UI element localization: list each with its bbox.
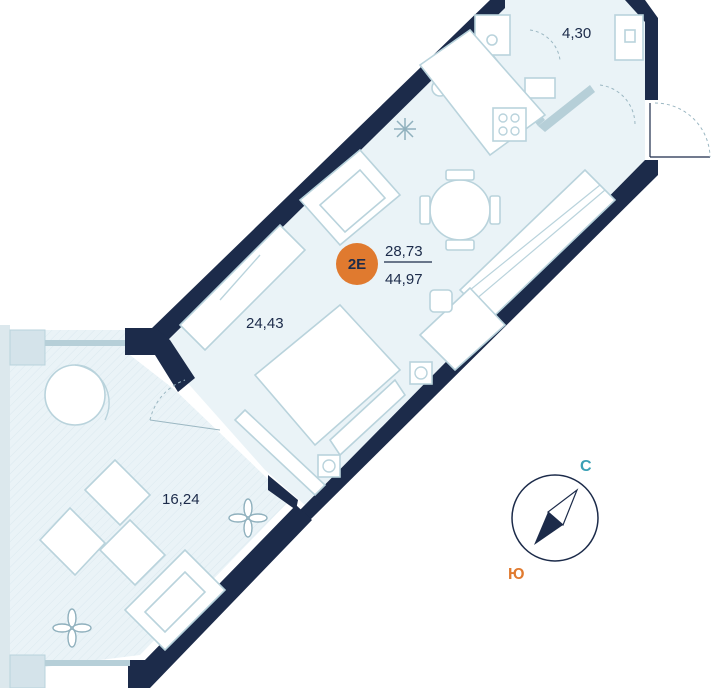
compass-south-label: Ю: [508, 566, 525, 583]
wall-column-mid: [268, 475, 298, 510]
entry-door-arc: [654, 102, 711, 158]
loggia-door-leaf: [149, 419, 221, 431]
loggia-rail-top: [45, 340, 125, 346]
snowflake-icon: [394, 118, 416, 140]
nightstand-top: [409, 361, 433, 385]
sofa-cushion: [318, 168, 387, 234]
lamp-top: [414, 366, 428, 380]
sink-drain: [486, 34, 498, 46]
stove-burner-4: [510, 126, 520, 136]
loggia-door-swing: [149, 379, 186, 421]
wardrobe: [178, 223, 307, 352]
flower-icon-2: [52, 608, 92, 648]
apartment-type-badge: [336, 243, 378, 285]
closet-diag-2: [474, 189, 606, 301]
wardrobe-line: [219, 254, 261, 301]
closet-diag-1: [469, 184, 601, 291]
loggia-area-label: 16,24: [162, 491, 200, 508]
bed-pillow: [328, 378, 407, 457]
stove-burner-1: [498, 113, 508, 123]
coffee-table: [98, 518, 167, 587]
entry-door-swing: [599, 84, 636, 126]
nightstand-bottom: [317, 454, 341, 478]
compass-icon: [511, 474, 599, 562]
bathroom-area-label: 4,30: [562, 25, 591, 42]
loggia-window-frame: [0, 325, 10, 688]
kitchen-stove: [492, 107, 527, 142]
wall-lower-right: [128, 505, 312, 688]
chair-left: [419, 195, 431, 225]
radiator: [233, 408, 327, 497]
loggia-rail-bottom: [45, 660, 130, 666]
desk-chair: [429, 289, 453, 313]
wall-upper-left: [150, 0, 505, 340]
stove-burner-2: [510, 113, 520, 123]
wall-column-left: [125, 328, 195, 392]
dining-table: [429, 179, 491, 241]
entry-door-opening: [645, 100, 659, 160]
loggia-column-bottom: [9, 654, 46, 688]
bed: [253, 303, 402, 447]
round-chair-back: [74, 364, 110, 421]
armchair-top: [83, 458, 152, 527]
living-area-value: 28,73: [385, 243, 423, 260]
main-room-area-label: 24,43: [246, 315, 284, 332]
loggia-column-top: [9, 329, 46, 366]
chair-top: [445, 169, 475, 181]
stove-burner-3: [498, 126, 508, 136]
compass-north-label: С: [580, 458, 592, 475]
loggia-sofa-cushion: [143, 570, 207, 634]
lamp-bottom: [322, 459, 336, 473]
chair-bottom: [445, 239, 475, 251]
wall-right-top: [625, 0, 658, 100]
chair-right: [489, 195, 501, 225]
total-area-value: 44,97: [385, 271, 423, 288]
toilet-seat: [624, 29, 636, 43]
washing-machine: [524, 77, 556, 99]
bathroom-partition-2: [538, 85, 595, 132]
armchair-left: [38, 506, 107, 577]
flower-icon: [228, 498, 268, 538]
apartment-type-label: 2E: [348, 256, 366, 273]
desk: [418, 286, 507, 372]
